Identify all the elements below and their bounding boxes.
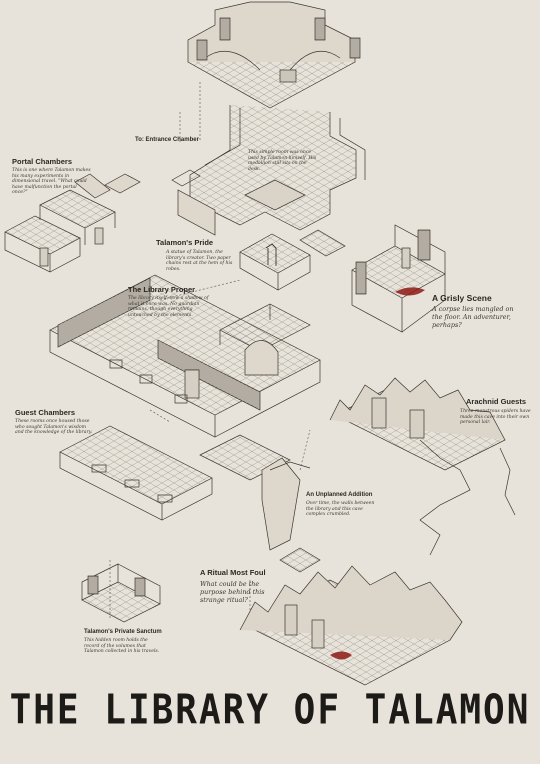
location-title-library: The Library Proper [128,285,196,294]
location-note-ritual: What could be the purpose behind this st… [200,580,265,604]
location-title-ritual: A Ritual Most Foul [200,568,266,577]
portal-chambers [4,173,141,273]
library-hall [49,274,321,438]
location-note-library: The library itself, now a shadow of what… [128,296,209,318]
unplanned-passage [261,457,321,573]
location-title-grisly: A Grisly Scene [432,293,492,303]
location-title-pride: Talamon's Pride [156,238,214,247]
location-title-sanctum: Talamon's Private Sanctum [84,629,162,635]
location-note-grisly: A corpse lies mangled on the floor. An a… [432,305,514,329]
location-note-guest: These rooms once housed those who sought… [15,419,93,436]
location-title-arachnid: Arachnid Guests [466,397,527,406]
arachnid-cave [329,377,516,556]
map-title: THE LIBRARY OF TALAMON [9,686,531,735]
grisly-room [351,224,446,333]
ritual-cave [239,565,463,686]
location-title-entrance: To: Entrance Chamber [135,137,199,143]
location-note-sanctum: This hidden room holds the record of the… [84,638,160,655]
location-note-arachnid: Three monstrous spiders have made this c… [460,409,531,426]
location-note-portal: This is one where Talamon makes his many… [12,168,91,196]
entrance-chamber [187,1,361,109]
location-note-unplanned: Over time, the walls between the library… [306,501,375,518]
location-title-unplanned: An Unplanned Addition [306,492,373,498]
location-note-pride: A statue of Talamon, the library's creat… [166,250,233,272]
location-title-guest: Guest Chambers [15,408,76,417]
location-note-altar: This simple room was once used by Talamo… [248,150,317,172]
central-corridor [171,105,366,236]
location-title-portal: Portal Chambers [12,157,73,166]
guest-chambers [59,425,291,521]
pride-hall [239,229,346,291]
private-sanctum [81,563,161,623]
